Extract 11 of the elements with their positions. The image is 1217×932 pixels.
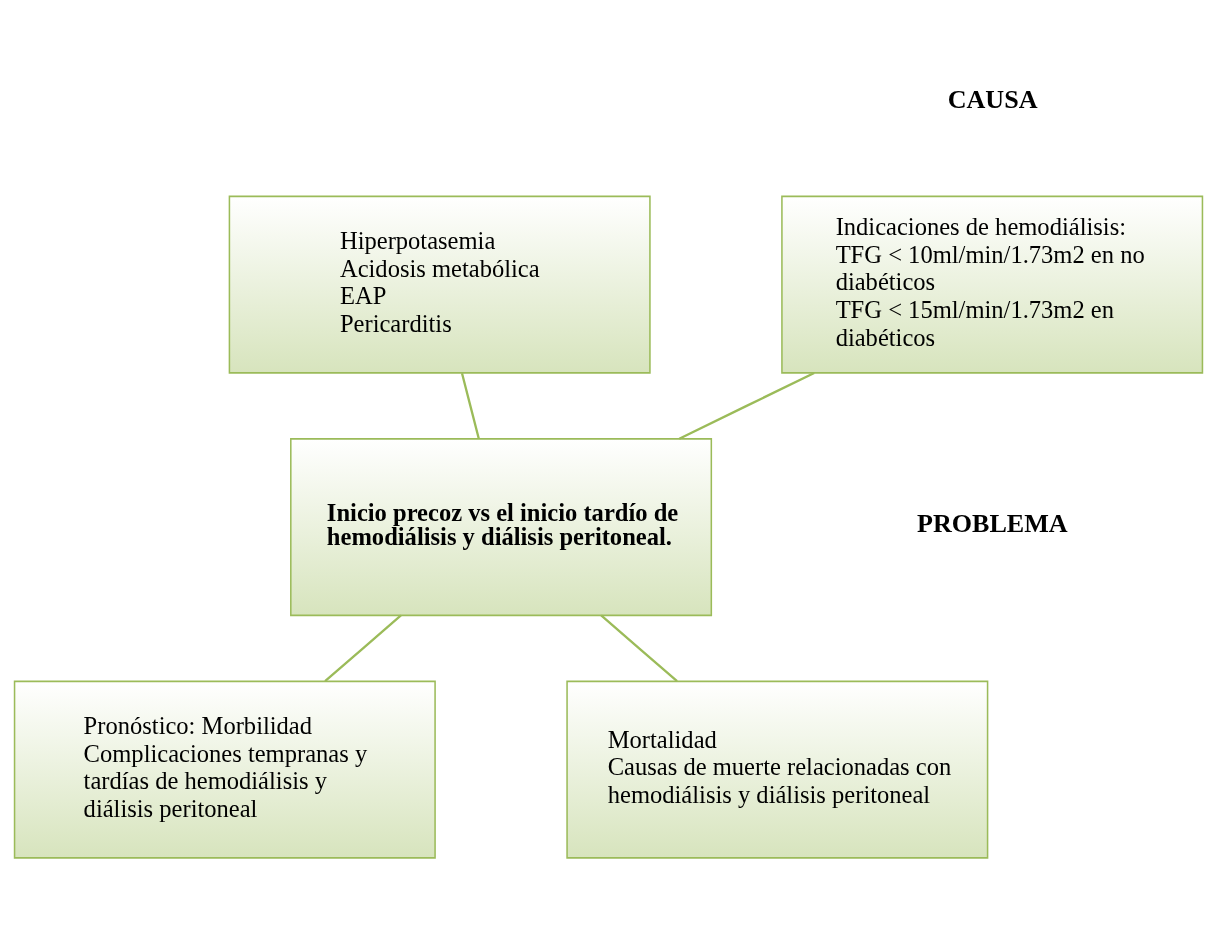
- connector: [324, 614, 402, 682]
- node-box: Pronóstico: Morbilidad Complicaciones tempranas y tardías de hemodiálisis y diálisis peritoneal: [13, 680, 436, 859]
- connector: [460, 372, 480, 439]
- node-box: Inicio precoz vs el inicio tardío de hemodiálisis y diálisis peritoneal.: [290, 437, 713, 616]
- label: PROBLEMA: [916, 508, 1068, 538]
- node-box: Indicaciones de hemodiálisis: TFG < 10ml/min/1.73m2 en no diabéticos TFG < 15ml/min/1.73m2 en diabéticos: [781, 195, 1204, 374]
- label: CAUSA: [947, 84, 1038, 114]
- connector: [600, 614, 678, 682]
- connector: [678, 371, 815, 440]
- node-box: Hiperpotasemia Acidosis metabólica EAP Pericarditis: [228, 195, 651, 374]
- node-box: Mortalidad Causas de muerte relacionadas con hemodiálisis y diálisis peritoneal: [566, 680, 989, 859]
